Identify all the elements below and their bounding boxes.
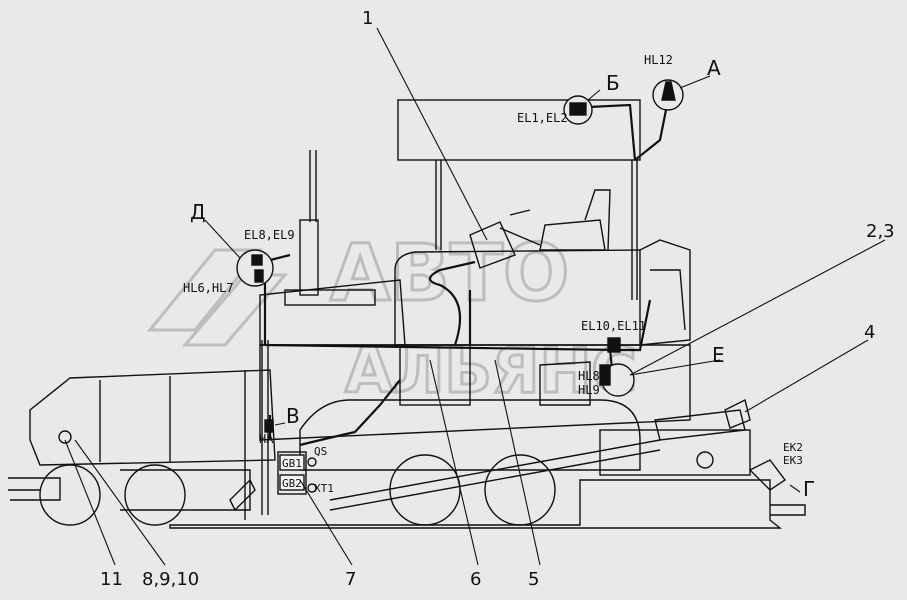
label-EL8-EL9: EL8,EL9: [244, 228, 295, 242]
front-wheel-1: [39, 464, 101, 526]
label-GB2: GB2: [282, 477, 302, 490]
hopper: [29, 369, 276, 466]
callout-6: 6: [470, 569, 481, 590]
callout-2-3: 2,3: [866, 221, 895, 242]
callout-11: 11: [100, 569, 123, 590]
view-letter-D: Д: [190, 200, 206, 224]
label-EL10-EL11: EL10,EL11: [581, 319, 646, 333]
screed: [169, 479, 782, 529]
callout-5: 5: [528, 569, 539, 590]
callout-7: 7: [345, 569, 356, 590]
label-HL8: HL8,: [578, 369, 607, 383]
view-letter-V: В: [286, 404, 300, 428]
callout-8-9-10: 8,9,10: [142, 569, 199, 590]
screed-unit: [599, 429, 751, 476]
horn-HA: [264, 419, 274, 433]
label-GB1: GB1: [282, 457, 302, 470]
label-HL9: HL9: [578, 383, 600, 397]
view-letter-E: Е: [712, 343, 725, 367]
label-XT1: XT1: [314, 482, 334, 495]
label-HL12: HL12: [644, 53, 673, 67]
label-EL1-EL2: EL1,EL2: [517, 111, 568, 125]
callout-1: 1: [362, 8, 373, 29]
label-EK2: EK2: [783, 441, 803, 454]
watermark: АВТО АЛЬЯНС: [146, 228, 638, 409]
label-HL6-HL7: HL6,HL7: [183, 281, 234, 295]
control-panel: [469, 221, 516, 269]
machine-body: [8, 99, 806, 529]
roof-canopy: [397, 99, 641, 161]
callout-4: 4: [864, 322, 875, 343]
label-EK3: EK3: [783, 454, 803, 467]
lamp-11: [58, 430, 72, 444]
view-letter-G: Г: [803, 477, 815, 501]
chassis: [259, 344, 691, 441]
view-letter-B: Б: [606, 71, 620, 95]
sensor-block: [748, 459, 787, 491]
front-wheel-2: [124, 464, 186, 526]
seat: [539, 189, 611, 251]
label-HA: HA: [259, 432, 274, 446]
track-frame: [299, 399, 641, 471]
detail-markers: [58, 79, 684, 444]
label-QS: QS: [314, 445, 327, 458]
view-letter-A: А: [707, 56, 721, 80]
marker-Д: [236, 249, 274, 287]
electrical-box: [399, 344, 471, 406]
track-wheel-1: [389, 454, 461, 526]
battery-block: [277, 451, 317, 495]
leader-lines: [64, 27, 886, 566]
